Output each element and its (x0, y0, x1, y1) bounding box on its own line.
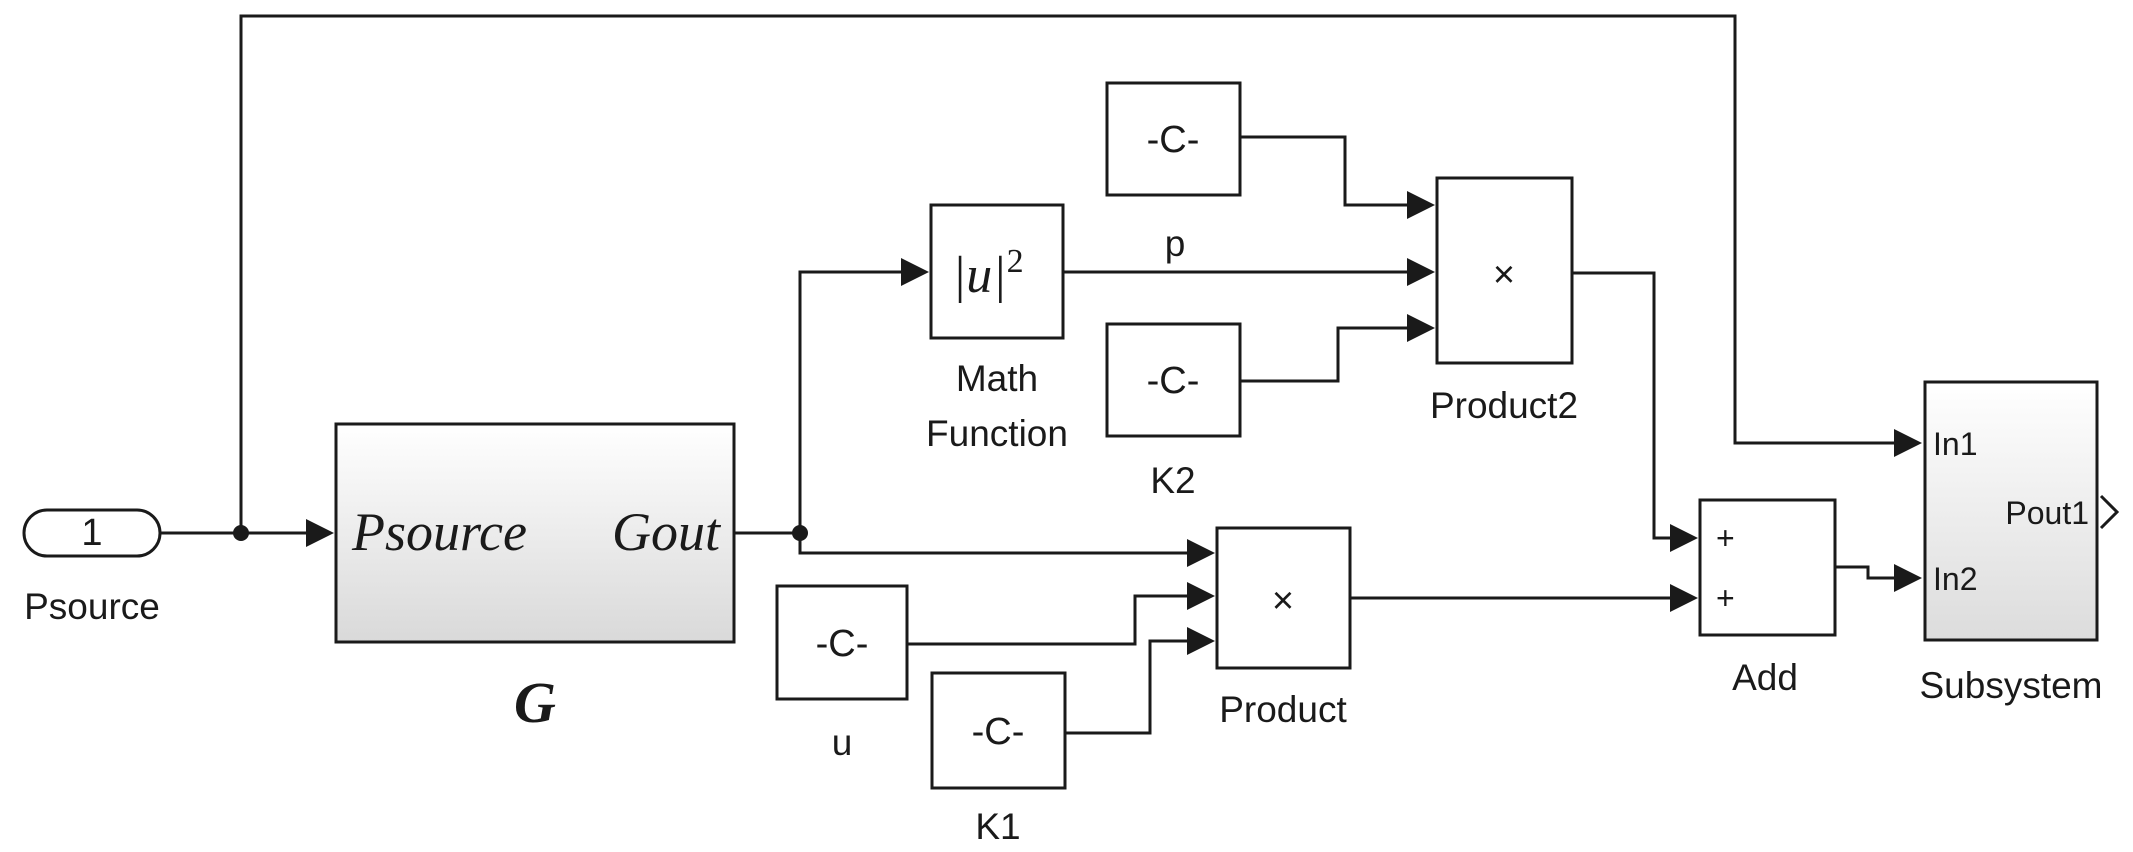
subsystem-in1-port: In1 (1933, 426, 1977, 462)
product2-label: Product2 (1430, 385, 1578, 426)
g-subsystem-block[interactable]: Psource Gout (334, 422, 736, 644)
add-sign-2: + (1716, 580, 1735, 616)
arrowhead-subsystem-in1 (1894, 429, 1922, 457)
arrowhead-add-in1 (1670, 524, 1698, 552)
wire-k1-to-product[interactable] (1065, 639, 1190, 735)
constant-k2-label: K2 (1150, 460, 1195, 501)
add-label: Add (1732, 657, 1798, 698)
wire-u-to-product[interactable] (907, 594, 1190, 646)
add-block[interactable]: + + (1698, 498, 1837, 637)
g-in-port-label: Psource (351, 502, 527, 562)
constant-k2-text: -C- (1147, 360, 1200, 402)
constant-k2-block[interactable]: -C- (1105, 322, 1242, 438)
inport-psource-label: Psource (24, 586, 160, 627)
wire-psource-to-subsystem-in1[interactable] (239, 14, 1898, 533)
constant-p-block[interactable]: -C- (1105, 81, 1242, 197)
constant-k1-label: K1 (975, 806, 1020, 847)
add-sign-1: + (1716, 520, 1735, 556)
subsystem-out1-port: Pout1 (2005, 495, 2089, 531)
g-out-port-label: Gout (612, 502, 722, 562)
subsystem-out-chevron (2099, 494, 2120, 530)
inport-number: 1 (81, 512, 102, 554)
constant-u-block[interactable]: -C- (775, 584, 909, 701)
arrowhead-product2-in2 (1407, 258, 1435, 286)
arrowhead-product2-in3 (1407, 314, 1435, 342)
constant-p-text: -C- (1147, 119, 1200, 161)
arrowhead-product2-in1 (1407, 191, 1435, 219)
constant-u-text: -C- (816, 623, 869, 665)
math-function-label-line1: Math (956, 358, 1038, 399)
wire-to-math-function[interactable] (798, 270, 905, 533)
subsystem-in2-port: In2 (1933, 561, 1977, 597)
wire-product2-to-add[interactable] (1572, 271, 1688, 540)
math-function-block[interactable]: |u|2 (929, 203, 1065, 340)
arrowhead-math-in (901, 258, 929, 286)
subsystem-label: Subsystem (1919, 665, 2102, 706)
arrowhead-product-in1 (1187, 539, 1215, 567)
arrowhead-add-in2 (1670, 584, 1698, 612)
constant-p-label: p (1165, 223, 1186, 264)
wire-to-product-in1[interactable] (798, 533, 1190, 555)
inport-psource-block[interactable]: 1 (22, 508, 162, 558)
g-subsystem-label: G (514, 670, 556, 735)
wire-p-to-product2[interactable] (1240, 135, 1410, 207)
math-expression: |u|2 (952, 243, 1024, 304)
constant-k1-text: -C- (972, 711, 1025, 753)
product-label: Product (1219, 689, 1347, 730)
arrowhead-product-in2 (1187, 582, 1215, 610)
junction-dot-psource (233, 525, 249, 541)
arrowhead-subsystem-in2 (1894, 564, 1922, 592)
arrowhead-product-in3 (1187, 627, 1215, 655)
math-function-label-line2: Function (926, 413, 1068, 454)
product2-block[interactable]: × (1435, 176, 1574, 365)
product2-symbol: × (1493, 254, 1515, 296)
wire-k2-to-product2[interactable] (1240, 326, 1410, 383)
signal-lines (160, 14, 1922, 735)
wire-add-to-subsystem-in2[interactable] (1835, 565, 1898, 580)
junction-dot-gout (792, 525, 808, 541)
product-symbol: × (1272, 580, 1294, 622)
subsystem-block[interactable]: In1 In2 Pout1 (1923, 380, 2120, 642)
constant-u-label: u (832, 722, 853, 763)
product-block[interactable]: × (1215, 526, 1352, 670)
constant-k1-block[interactable]: -C- (930, 671, 1067, 790)
arrowhead-g-in (306, 519, 334, 547)
